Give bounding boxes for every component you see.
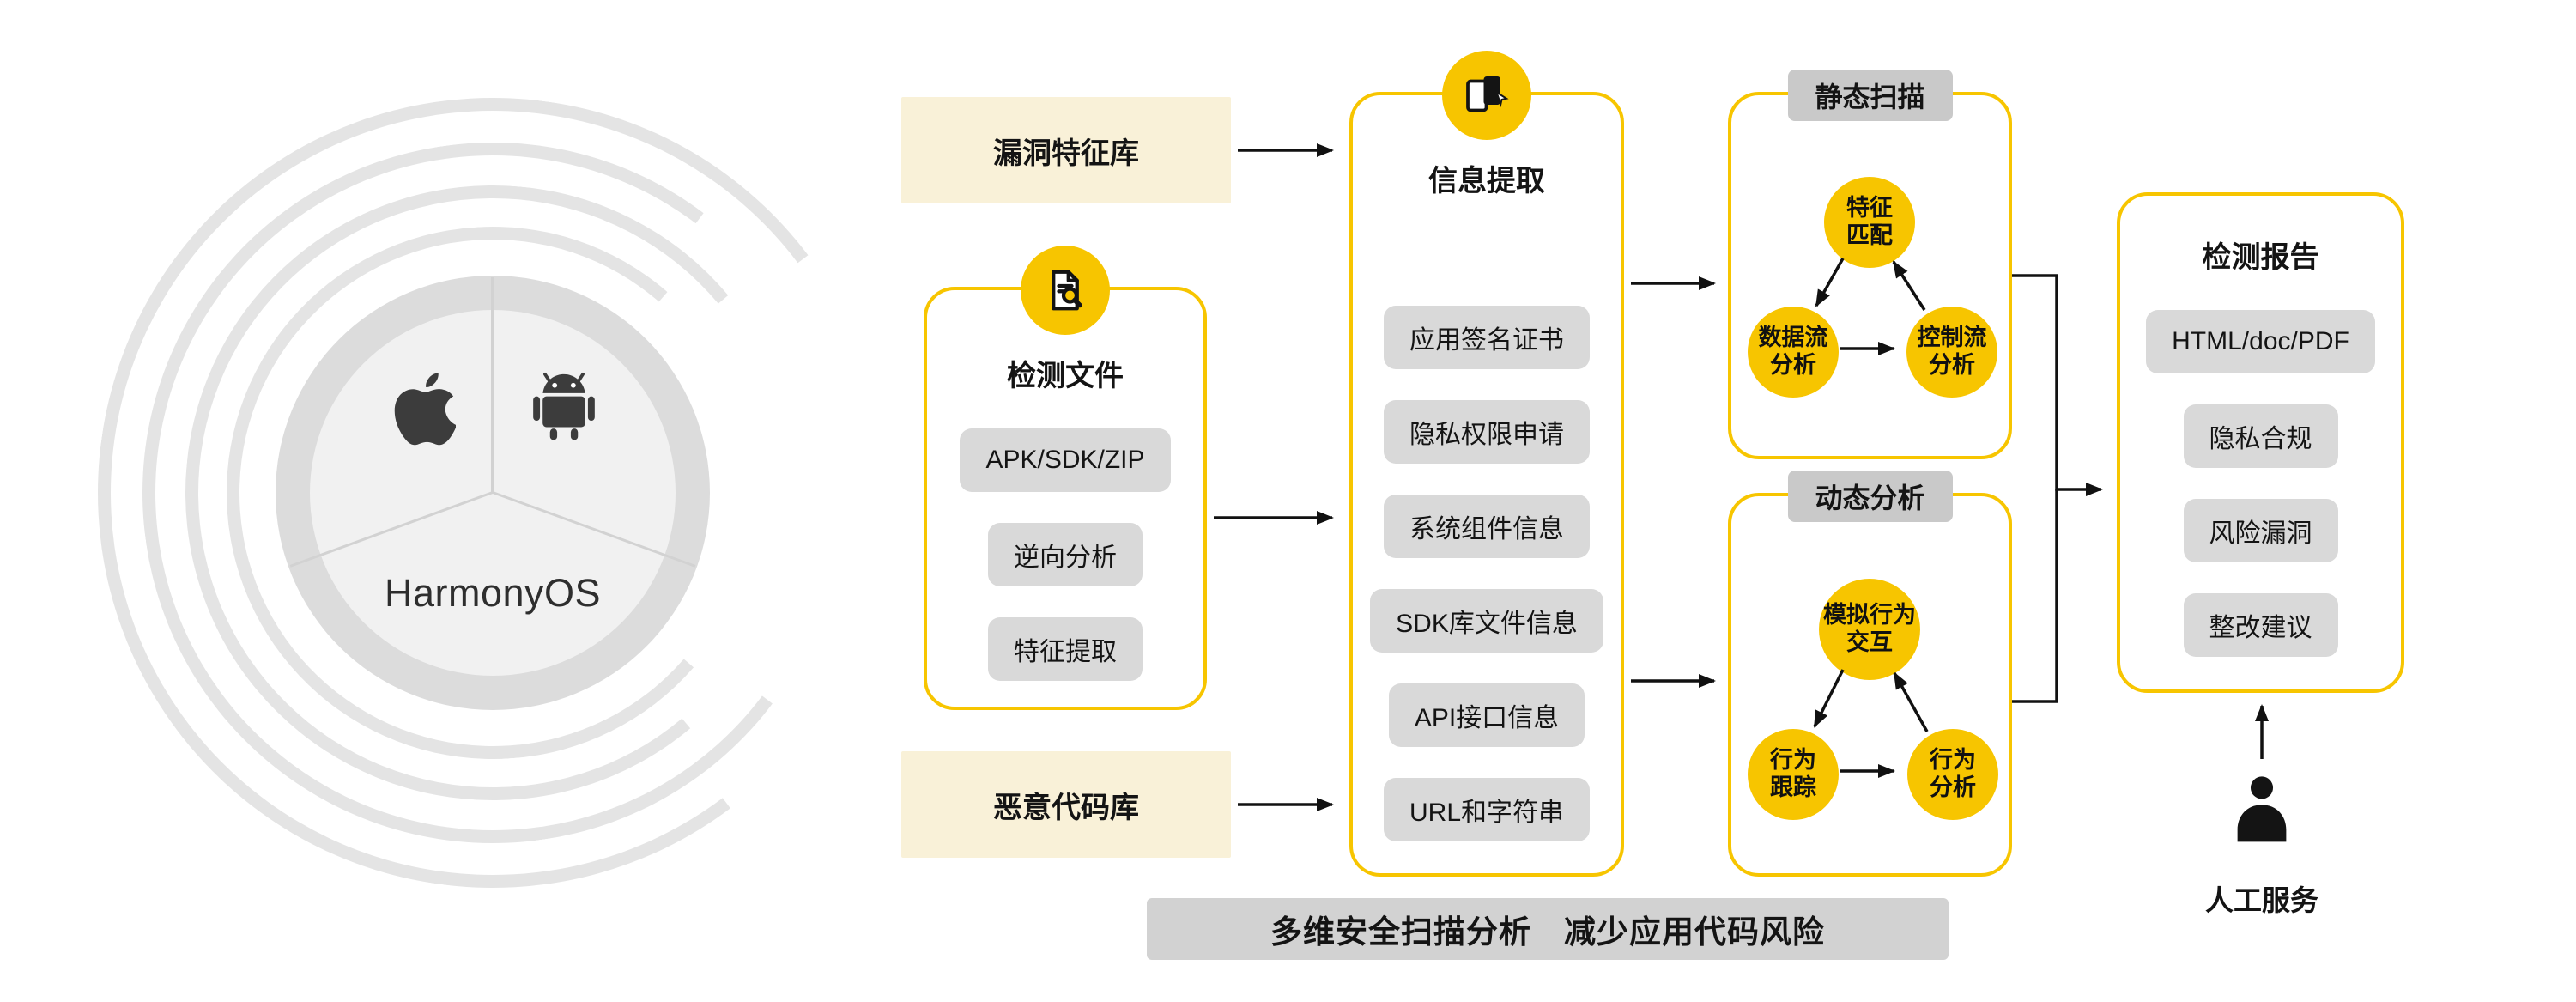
pill-reverse-analysis: 逆向分析 [988, 523, 1143, 586]
detect-file-items: APK/SDK/ZIP 逆向分析 特征提取 [927, 428, 1203, 681]
detect-file-box: 检测文件 APK/SDK/ZIP 逆向分析 特征提取 [924, 246, 1207, 710]
pill-report-formats: HTML/doc/PDF [2146, 310, 2375, 373]
pill-risk-vulnerability: 风险漏洞 [2183, 499, 2338, 562]
sector-divider [491, 277, 494, 493]
footer-banner: 多维安全扫描分析 减少应用代码风险 [1147, 898, 1949, 960]
dynamic-analysis-box: 动态分析 模拟行为 交互 行为 跟踪 行为 分析 [1728, 471, 2012, 877]
vuln-signature-library-box: 漏洞特征库 [901, 97, 1231, 203]
pill-url-strings: URL和字符串 [1383, 778, 1590, 841]
pill-privacy-permission: 隐私权限申请 [1384, 400, 1590, 464]
pill-remediation-advice: 整改建议 [2183, 593, 2338, 657]
info-extract-box: 信息提取 应用签名证书 隐私权限申请 系统组件信息 SDK库文件信息 API接口… [1349, 51, 1624, 877]
node-controlflow-analysis: 控制流 分析 [1906, 307, 1997, 398]
malicious-code-library-box: 恶意代码库 [901, 751, 1231, 858]
pill-apk-sdk-zip: APK/SDK/ZIP [960, 428, 1171, 492]
pill-system-component: 系统组件信息 [1384, 495, 1590, 558]
node-behavior-analysis: 行为 分析 [1907, 729, 1998, 820]
node-feature-matching: 特征 匹配 [1824, 177, 1915, 268]
dynamic-analysis-tab: 动态分析 [1787, 471, 1953, 522]
info-extract-items: 应用签名证书 隐私权限申请 系统组件信息 SDK库文件信息 API接口信息 UR… [1353, 306, 1621, 841]
pill-privacy-compliance: 隐私合规 [2183, 404, 2338, 468]
pill-signature-cert: 应用签名证书 [1384, 306, 1590, 369]
pill-feature-extraction: 特征提取 [988, 617, 1143, 681]
person-icon [2237, 776, 2287, 842]
report-items: HTML/doc/PDF 隐私合规 风险漏洞 整改建议 [2120, 310, 2401, 657]
report-title: 检测报告 [2202, 241, 2319, 274]
harmonyos-wordmark: HarmonyOS [384, 571, 602, 615]
manual-service-label: 人工服务 [2205, 884, 2318, 916]
static-scan-box: 静态扫描 特征 匹配 数据流 分析 控制流 分析 [1728, 70, 2012, 459]
file-scan-icon [1021, 246, 1110, 335]
info-extract-title: 信息提取 [1428, 165, 1545, 197]
device-extract-icon [1442, 51, 1531, 140]
node-behavior-tracking: 行为 跟踪 [1748, 729, 1839, 820]
platform-circle: HarmonyOS [276, 276, 710, 710]
pill-api-info: API接口信息 [1388, 683, 1585, 747]
node-dataflow-analysis: 数据流 分析 [1748, 307, 1839, 398]
android-logo-icon [533, 372, 595, 440]
apple-logo-icon [394, 373, 456, 446]
pill-sdk-file-info: SDK库文件信息 [1370, 589, 1603, 653]
node-simulated-interaction: 模拟行为 交互 [1819, 579, 1920, 680]
detect-file-title: 检测文件 [1007, 360, 1124, 392]
report-box: 检测报告 HTML/doc/PDF 隐私合规 风险漏洞 整改建议 [2117, 192, 2404, 693]
static-scan-tab: 静态扫描 [1787, 70, 1953, 121]
